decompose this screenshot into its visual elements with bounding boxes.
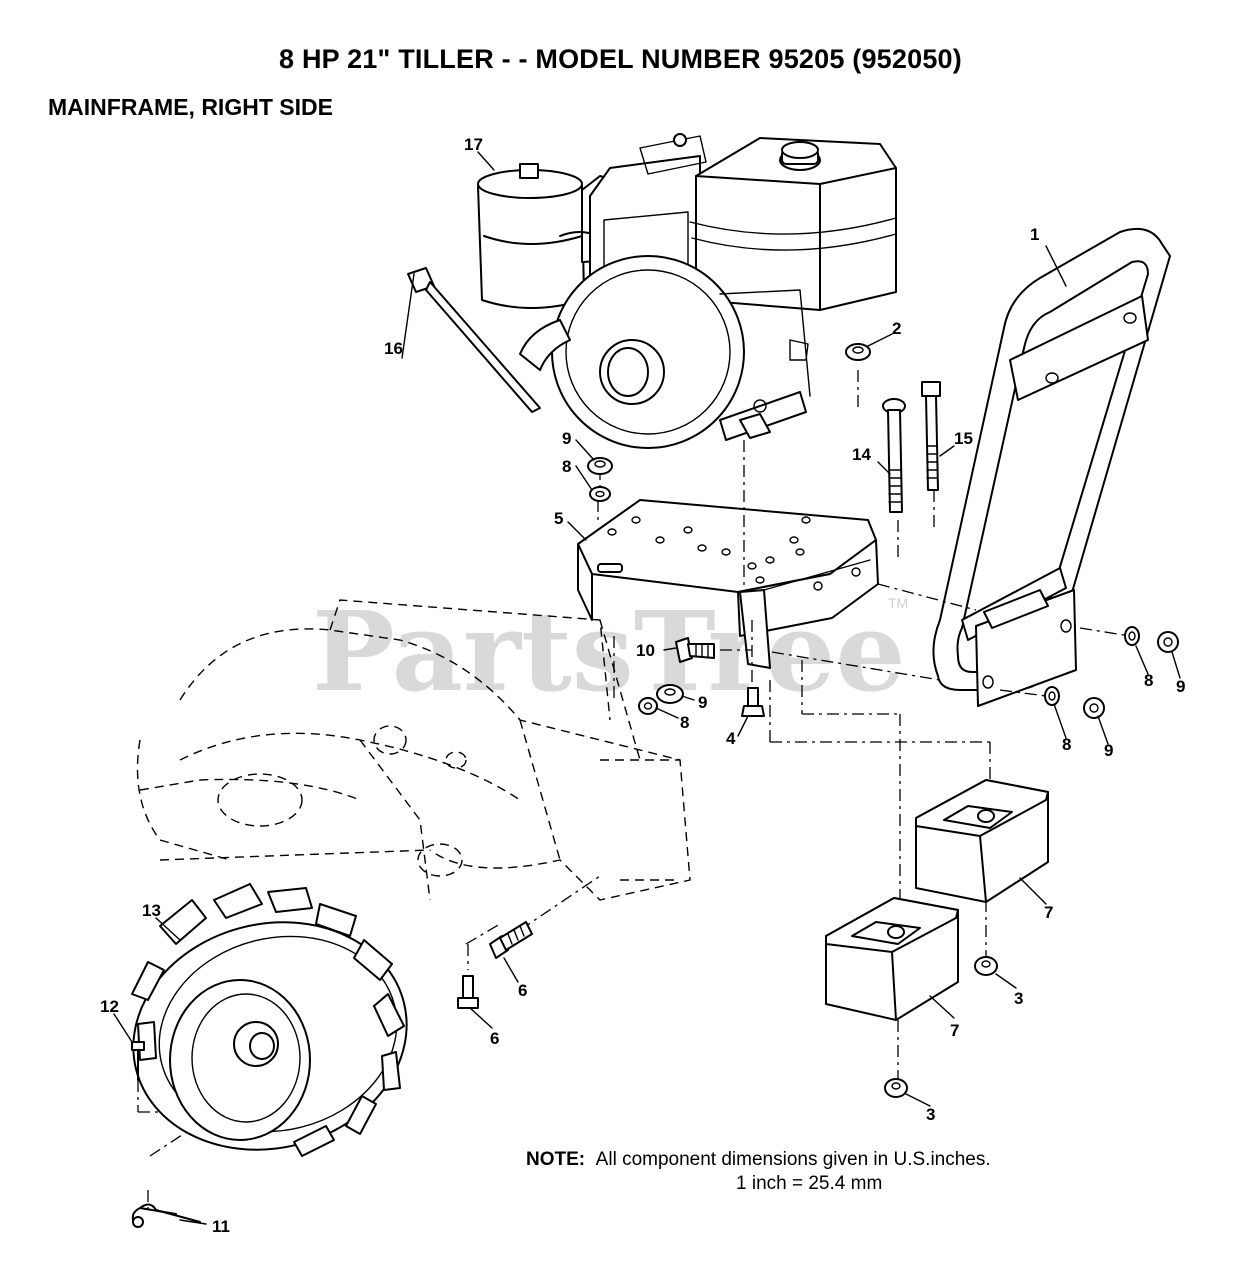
nut-washer-mid bbox=[638, 684, 684, 715]
callout-11: 11 bbox=[212, 1217, 230, 1236]
wheel-assembly bbox=[131, 883, 408, 1157]
callout-7-lower: 7 bbox=[950, 1021, 959, 1040]
note-text: All component dimensions given in U.S.in… bbox=[595, 1149, 991, 1170]
bolt-6-diagonal bbox=[489, 921, 533, 959]
nut-3-lower bbox=[884, 1078, 908, 1098]
callout-5: 5 bbox=[554, 509, 563, 528]
nut-washer-right-lower bbox=[1044, 686, 1105, 719]
leader-lines bbox=[113, 151, 1181, 1225]
hairpin-clip bbox=[131, 1203, 201, 1228]
callout-8-right-lower: 8 bbox=[1062, 735, 1071, 754]
callout-4: 4 bbox=[726, 729, 736, 748]
callout-6-upper: 6 bbox=[518, 981, 527, 1000]
callout-10: 10 bbox=[636, 641, 655, 660]
nut-3-upper bbox=[974, 956, 998, 976]
note-conversion: 1 inch = 25.4 mm bbox=[736, 1173, 883, 1194]
bolt-15 bbox=[921, 381, 941, 491]
engine bbox=[477, 133, 897, 449]
handle-frame bbox=[932, 228, 1171, 707]
diagram-subtitle: MAINFRAME, RIGHT SIDE bbox=[48, 94, 333, 120]
callout-9-upper: 9 bbox=[562, 429, 571, 448]
callout-9-mid: 9 bbox=[698, 693, 707, 712]
watermark-tm: TM bbox=[888, 595, 908, 611]
callout-12: 12 bbox=[100, 997, 119, 1016]
callout-9-right-lower: 9 bbox=[1104, 741, 1113, 760]
wheel-weight-lower bbox=[825, 897, 959, 1021]
tine-housing-reference bbox=[136, 599, 691, 901]
bolt-14 bbox=[882, 398, 906, 513]
callout-9-right-upper: 9 bbox=[1176, 677, 1185, 696]
callout-15: 15 bbox=[954, 429, 973, 448]
mainframe-plate bbox=[577, 499, 879, 669]
callout-16: 16 bbox=[384, 339, 403, 358]
callouts: 17 1 2 16 9 8 5 14 15 10 9 8 4 8 9 8 9 7… bbox=[100, 135, 1185, 1236]
diagram-title: 8 HP 21" TILLER - - MODEL NUMBER 95205 (… bbox=[279, 44, 962, 74]
dimension-note: NOTE: All component dimensions given in … bbox=[526, 1148, 991, 1196]
callout-8-upper: 8 bbox=[562, 457, 571, 476]
bolt-4 bbox=[741, 687, 765, 717]
bolt-6-vertical bbox=[457, 975, 479, 1009]
pin-12 bbox=[131, 1041, 145, 1081]
callout-6-lower: 6 bbox=[490, 1029, 499, 1048]
callout-8-mid: 8 bbox=[680, 713, 689, 732]
nut-2 bbox=[845, 343, 871, 361]
nut-washer-right-upper bbox=[1124, 626, 1179, 653]
callout-8-right-upper: 8 bbox=[1144, 671, 1153, 690]
callout-13: 13 bbox=[142, 901, 161, 920]
bolt-10 bbox=[675, 637, 715, 663]
nut-washer-upper bbox=[587, 457, 613, 502]
callout-17: 17 bbox=[464, 135, 483, 154]
callout-7-upper: 7 bbox=[1044, 903, 1053, 922]
wheel-weight-upper bbox=[915, 779, 1049, 903]
callout-2: 2 bbox=[892, 319, 901, 338]
callout-3-upper: 3 bbox=[1014, 989, 1023, 1008]
callout-3-lower: 3 bbox=[926, 1105, 935, 1124]
callout-14: 14 bbox=[852, 445, 871, 464]
callout-1: 1 bbox=[1030, 225, 1039, 244]
note-label: NOTE: bbox=[526, 1149, 586, 1170]
